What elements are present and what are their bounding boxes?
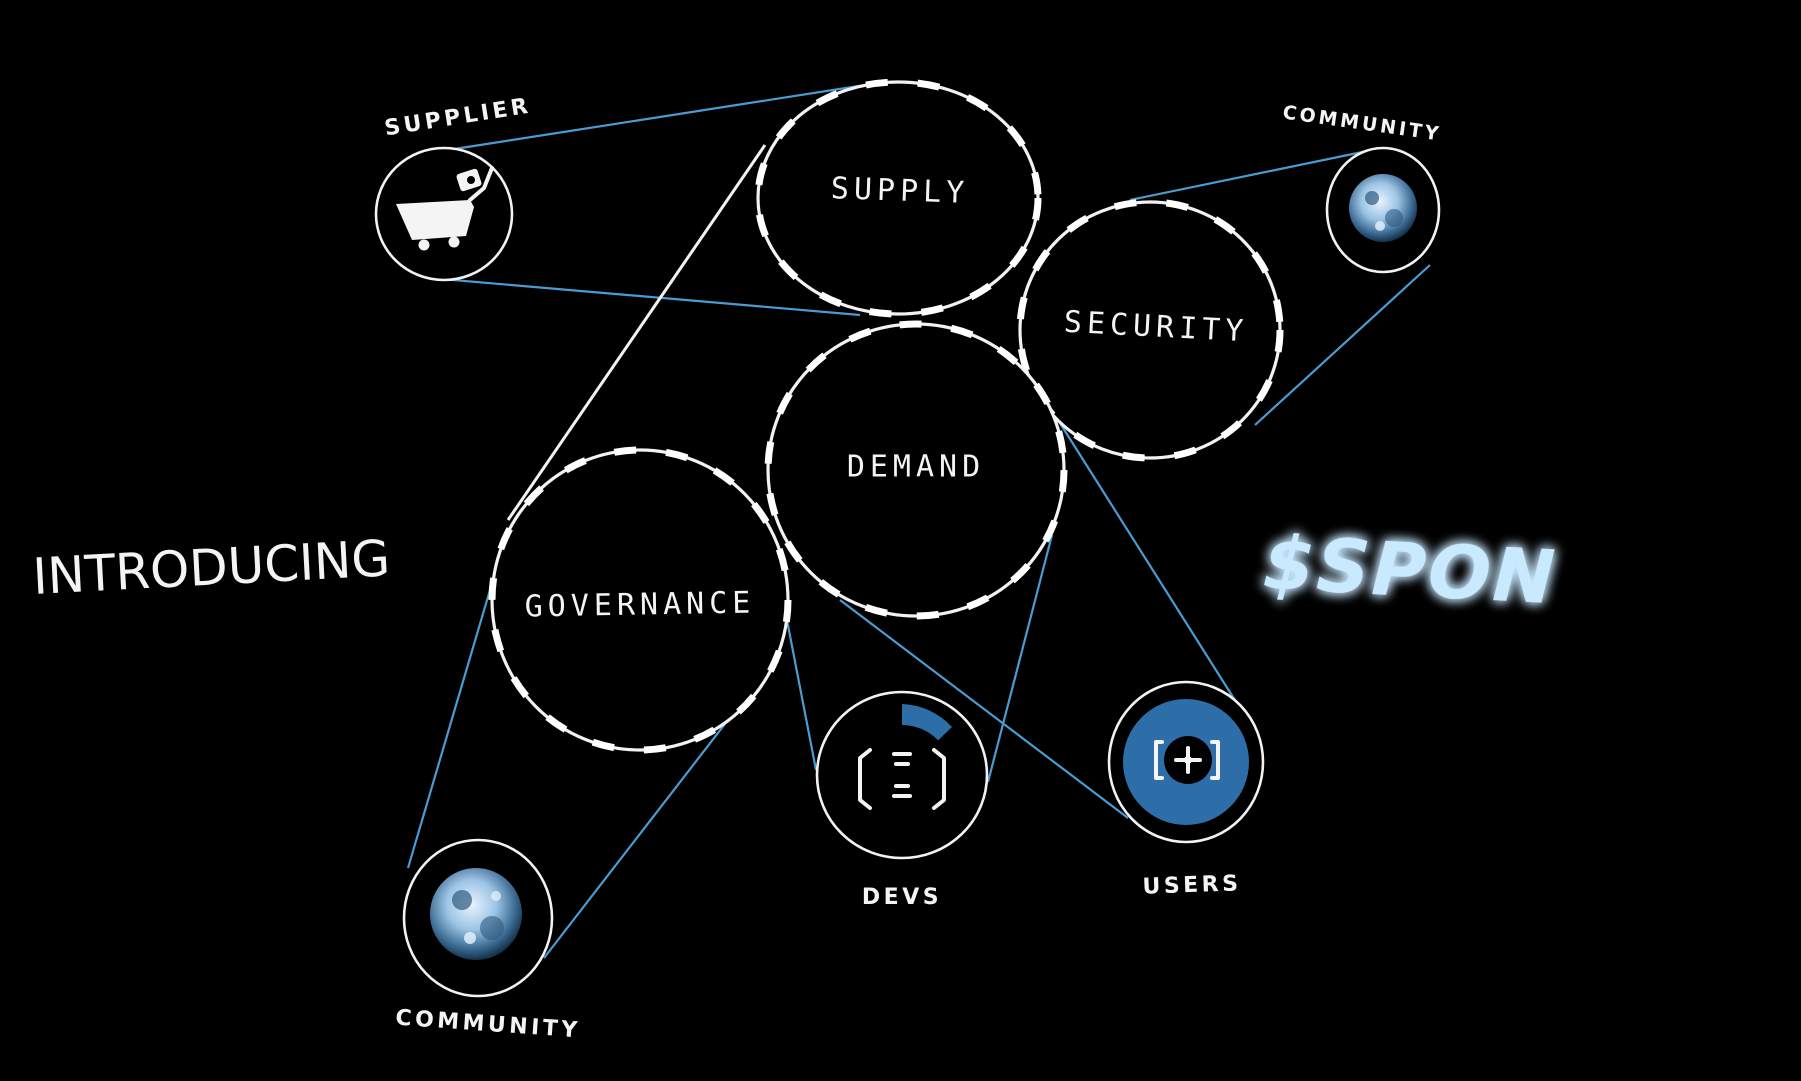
link-supply-governance xyxy=(506,144,767,521)
moon-icon xyxy=(1349,174,1417,242)
node-community-top: COMMUNITY xyxy=(1281,101,1443,274)
node-supplier: SUPPLIER xyxy=(374,94,533,282)
devs-label: DEVS xyxy=(862,885,942,910)
users-label: USERS xyxy=(1142,871,1242,899)
governance-ring-dashes xyxy=(488,446,792,754)
code-brackets-icon xyxy=(858,748,946,810)
link-security-community-bottom xyxy=(1254,264,1431,426)
link-demand-users-top xyxy=(1057,419,1239,706)
node-governance: GOVERNANCE xyxy=(488,446,792,754)
demand-ring-dashes xyxy=(764,320,1068,620)
link-governance-community-left xyxy=(406,589,492,869)
link-governance-community-right xyxy=(543,719,729,959)
community-top-label: COMMUNITY xyxy=(1281,101,1443,145)
node-devs: DEVS xyxy=(815,690,989,910)
community-bottom-label: COMMUNITY xyxy=(395,1006,582,1044)
node-users: USERS xyxy=(1107,680,1265,900)
link-supplier-supply-top xyxy=(447,83,866,152)
node-security: SECURITY xyxy=(1016,198,1284,462)
link-demand-devs xyxy=(986,534,1054,783)
crosshair-icon xyxy=(1154,740,1220,780)
moon-icon xyxy=(430,868,522,960)
node-demand: DEMAND xyxy=(764,320,1068,620)
shopping-cart-icon xyxy=(396,166,494,251)
link-security-community-top xyxy=(1129,148,1373,202)
node-community-bottom: COMMUNITY xyxy=(395,838,582,1044)
token-logo: $SPON xyxy=(1261,520,1559,621)
link-demand-users-bottom xyxy=(839,599,1129,819)
node-supply: SUPPLY xyxy=(754,78,1042,318)
supply-ring-dashes xyxy=(754,78,1042,318)
demand-label: DEMAND xyxy=(847,450,985,485)
security-ring-dashes xyxy=(1016,198,1284,462)
governance-label: GOVERNANCE xyxy=(524,585,755,624)
intro-heading: INTRODUCING xyxy=(31,529,391,606)
connector-lines xyxy=(406,83,1431,959)
link-supplier-supply-bottom xyxy=(429,276,861,317)
supply-label: SUPPLY xyxy=(830,171,970,211)
link-governance-devs xyxy=(784,614,818,771)
supplier-label: SUPPLIER xyxy=(383,94,533,142)
